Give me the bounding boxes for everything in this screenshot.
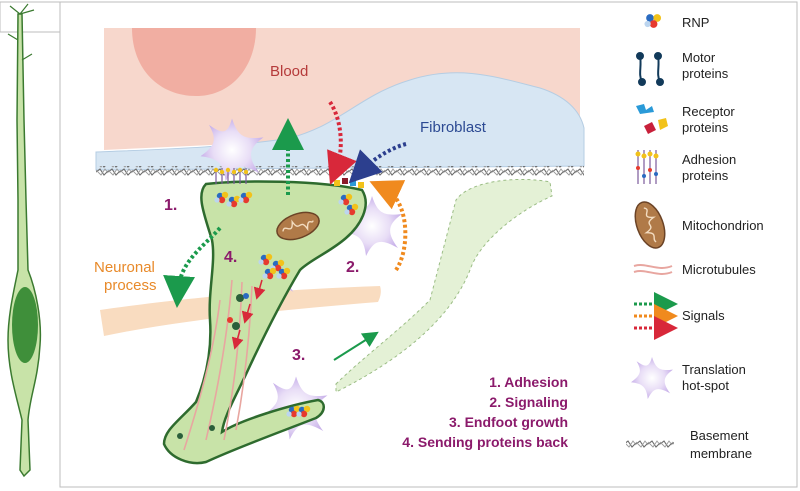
endfoot-growth-outline	[335, 178, 553, 393]
step-2: 2. Signaling	[489, 394, 568, 410]
legend-hotspot-label-2: hot-spot	[682, 378, 729, 393]
legend-receptor-label-1: Receptor	[682, 104, 735, 119]
cell-nucleus	[12, 287, 38, 363]
step-3: 3. Endfoot growth	[449, 414, 568, 430]
legend-receptor-label-2: proteins	[682, 120, 729, 135]
legend-adhesion-label-1: Adhesion	[682, 152, 736, 167]
process-label: process	[104, 277, 157, 294]
legend-mito-label: Mitochondrion	[682, 218, 764, 233]
legend-bm-label-1: Basement	[690, 428, 749, 443]
legend-bm-label-2: membrane	[690, 446, 752, 461]
legend-bm-icon	[626, 440, 674, 448]
legend-rnp-icon	[644, 14, 662, 28]
legend-motor-label-2: proteins	[682, 66, 729, 81]
growth-arrow	[333, 331, 379, 361]
legend-mitochondrion-icon	[634, 201, 666, 249]
fibroblast-label: Fibroblast	[420, 119, 487, 136]
red-blood-cell	[132, 28, 256, 96]
signal-arrows	[163, 100, 408, 361]
marker-2: 2.	[346, 259, 359, 276]
radial-glia-cell	[7, 3, 42, 478]
legend-hotspot-icon	[631, 357, 673, 399]
signal-red-arrow	[327, 100, 357, 185]
legend-hotspot-label-1: Translation	[682, 362, 746, 377]
marker-1: 1.	[164, 197, 177, 214]
motor-proteins-cargo	[177, 293, 249, 439]
legend-adhesion-icon	[635, 150, 659, 184]
legend-motor-icon	[636, 52, 664, 86]
legend-signals-icon	[634, 292, 678, 340]
neuronal-label: Neuronal	[94, 259, 155, 276]
legend-adhesion-label-2: proteins	[682, 168, 729, 183]
legend-microtubules-icon	[633, 264, 673, 275]
adhesion-proteins	[213, 167, 249, 184]
microtubules-inside	[183, 279, 253, 451]
legend-signals-label: Signals	[682, 308, 725, 323]
signal-green-down-arrow	[163, 226, 222, 308]
steps-list: 1. Adhesion 2. Signaling 3. Endfoot grow…	[402, 374, 568, 450]
legend-micro-label: Microtubules	[682, 262, 756, 277]
marker-3: 3.	[292, 347, 305, 364]
red-transport-arrows	[231, 279, 266, 350]
inset-corner-box	[0, 1, 61, 33]
legend-motor-label-1: Motor	[682, 50, 716, 65]
main-panel-frame	[59, 1, 798, 488]
signal-blue-arrow	[348, 142, 407, 184]
marker-4: 4.	[224, 249, 237, 266]
blood-label: Blood	[270, 63, 308, 80]
basement-membrane	[96, 166, 584, 176]
legend: RNP Motor proteins Receptor proteins	[626, 14, 764, 461]
mitochondrion	[276, 211, 320, 241]
step-4: 4. Sending proteins back	[402, 434, 568, 450]
step-1: 1. Adhesion	[489, 374, 568, 390]
legend-rnp-label: RNP	[682, 15, 709, 30]
legend-receptor-icon	[636, 104, 668, 134]
signal-orange-arrow	[369, 180, 408, 272]
endfoot	[162, 180, 367, 465]
